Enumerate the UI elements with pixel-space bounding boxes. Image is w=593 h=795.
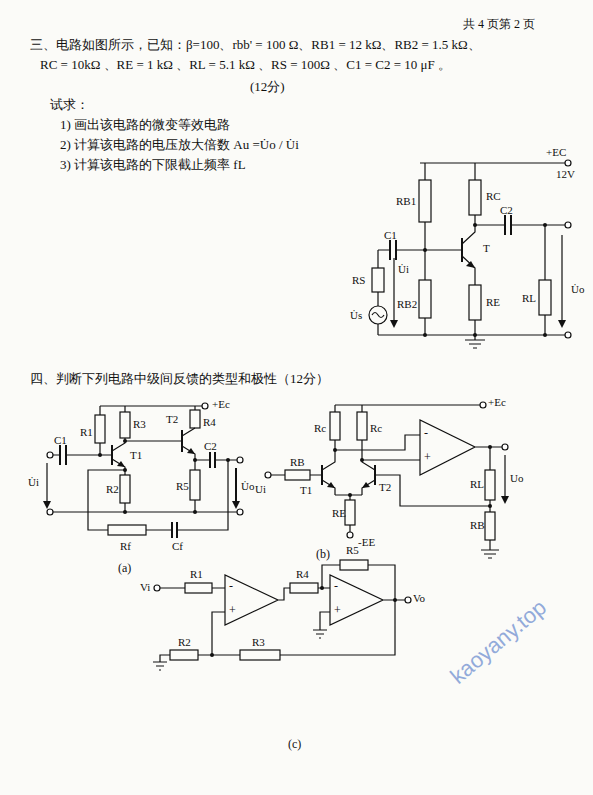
differential-circuit [265, 402, 509, 558]
label: R1 [190, 568, 203, 580]
label: (12分) [250, 80, 285, 94]
label: U̇o [241, 480, 254, 492]
label: C1 [384, 229, 397, 241]
label: 3) 计算该电路的下限截止频率 fL [60, 158, 246, 172]
label: 2) 计算该电路的电压放大倍数 Au =U̇o / U̇i [60, 138, 299, 152]
label: Cf [172, 540, 183, 552]
label: + [334, 604, 341, 617]
label: Rc [314, 422, 326, 434]
label: 三、电路如图所示，已知：β=100、rbb' = 100 Ω、RB1 = 12 … [30, 38, 481, 52]
label: 试求： [50, 98, 89, 112]
label: T2 [379, 481, 391, 493]
label: R3 [252, 636, 265, 648]
label: (b) [316, 548, 330, 561]
label: Rc [370, 422, 382, 434]
label: RL [522, 292, 536, 304]
label: RL [470, 478, 484, 490]
label: RB [290, 456, 305, 468]
label: - [229, 580, 233, 593]
label: RS [352, 274, 365, 286]
label: (a) [118, 562, 131, 575]
label: T [483, 242, 490, 254]
label: RB2 [397, 298, 417, 310]
label: T2 [166, 413, 178, 425]
two-stage-circuit [43, 403, 243, 538]
label: T1 [300, 484, 312, 496]
label: C2 [500, 204, 513, 216]
label: +Ec [488, 396, 506, 408]
label: U̇o [571, 283, 584, 295]
label: Vi [140, 581, 150, 593]
label: R5 [176, 480, 189, 492]
label: Rf [120, 540, 131, 552]
label: U̇i [398, 263, 409, 275]
label: 四、判断下列电路中级间反馈的类型和极性（12分） [30, 372, 329, 386]
label: R2 [178, 636, 191, 648]
label: RB [470, 519, 485, 531]
label: +Ec [212, 398, 230, 410]
label: + [424, 451, 431, 464]
label: Vo [413, 592, 425, 604]
label: (c) [288, 738, 301, 751]
label: U̇s [350, 309, 362, 321]
label: RC = 10kΩ 、RE = 1 kΩ 、RL = 5.1 kΩ 、RS = … [40, 58, 451, 72]
label: R2 [106, 483, 119, 495]
label: C2 [204, 440, 217, 452]
label: Uo [510, 472, 523, 484]
label: R1 [80, 426, 93, 438]
label: R4 [296, 568, 309, 580]
amplifier-circuit [369, 160, 571, 348]
label: 12V [556, 168, 575, 180]
label: - [334, 580, 338, 593]
label: R4 [203, 416, 216, 428]
label: C1 [54, 434, 67, 446]
label: RE [486, 296, 500, 308]
label: R3 [133, 418, 146, 430]
label: R5 [346, 544, 359, 556]
label: Ui [255, 483, 266, 495]
label: U̇i [28, 476, 39, 488]
label: RB1 [396, 195, 416, 207]
label: -EE [358, 536, 375, 548]
label: +EC [546, 146, 566, 158]
label: 共 4 页第 2 页 [463, 18, 535, 31]
watermark: kaoyany.top [446, 595, 551, 689]
label: 1) 画出该电路的微变等效电路 [60, 118, 230, 132]
label: RC [486, 190, 501, 202]
label: - [424, 427, 428, 440]
label: + [229, 604, 236, 617]
label: T1 [130, 449, 142, 461]
opamp-circuit [153, 560, 411, 670]
label: RE [332, 507, 346, 519]
